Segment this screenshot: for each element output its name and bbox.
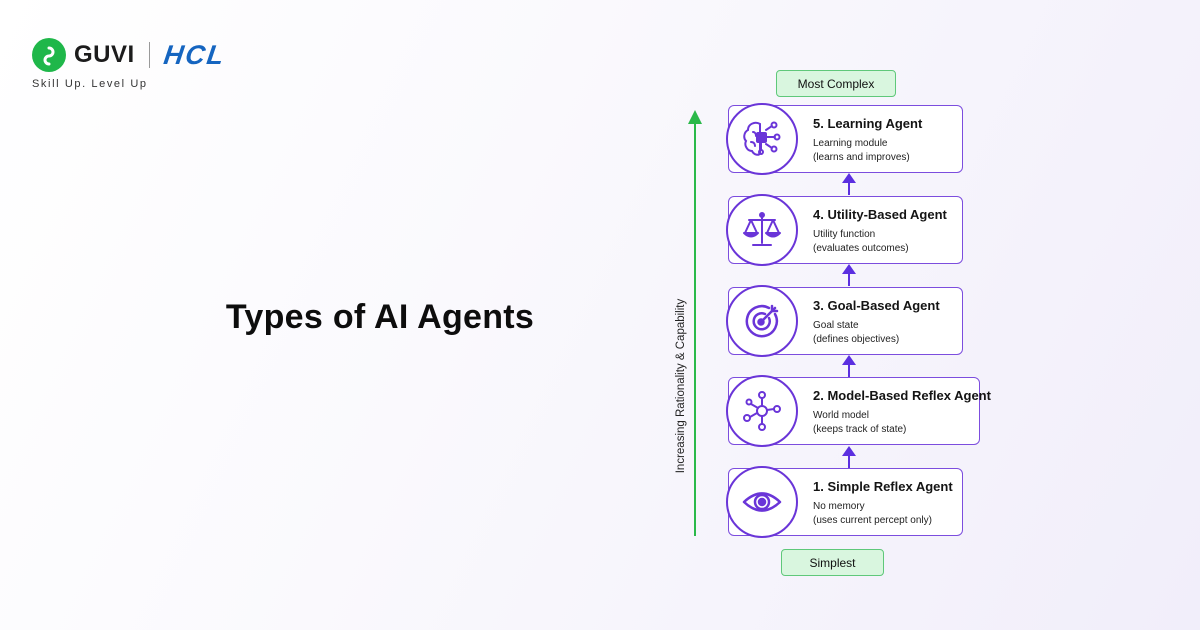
logo-divider	[148, 42, 150, 68]
most-complex-label: Most Complex	[776, 70, 896, 97]
brand-logo: GUVI HCL Skill Up. Level Up	[32, 38, 332, 98]
agent-description: Utility function (evaluates outcomes)	[813, 229, 909, 254]
agent-description: Goal state (defines objectives)	[813, 320, 900, 345]
guvi-logo-icon	[32, 38, 66, 72]
agent-description: World model (keeps track of state)	[813, 410, 907, 435]
target-icon	[726, 285, 798, 357]
agent-title: 5. Learning Agent	[813, 116, 923, 131]
hcl-wordmark: HCL	[161, 39, 228, 70]
brand-tagline: Skill Up. Level Up	[32, 78, 148, 90]
scales-icon	[726, 194, 798, 266]
simplest-label: Simplest	[781, 549, 884, 576]
axis-arrow-line	[694, 122, 696, 536]
agent-title: 4. Utility-Based Agent	[813, 207, 947, 222]
agent-title: 2. Model-Based Reflex Agent	[813, 388, 991, 403]
eye-icon	[726, 466, 798, 538]
agent-card-goal: 3. Goal-Based Agent Goal state (defines …	[726, 285, 963, 357]
agent-card-utility: 4. Utility-Based Agent Utility function …	[726, 194, 963, 266]
up-arrow-icon	[842, 173, 856, 195]
axis-label: Increasing Rationality & Capability	[675, 298, 687, 474]
agent-title: 3. Goal-Based Agent	[813, 298, 940, 313]
agent-description: Learning module (learns and improves)	[813, 138, 910, 163]
up-arrow-icon	[842, 264, 856, 286]
agent-card-learning: 5. Learning Agent Learning module (learn…	[726, 103, 963, 175]
guvi-wordmark: GUVI	[74, 41, 135, 68]
up-arrow-icon	[842, 355, 856, 377]
agent-description: No memory (uses current percept only)	[813, 501, 932, 526]
brain-chip-icon	[726, 103, 798, 175]
agent-card-simple-reflex: 1. Simple Reflex Agent No memory (uses c…	[726, 466, 963, 538]
axis-arrow-head	[688, 110, 702, 124]
network-icon	[726, 375, 798, 447]
agent-hierarchy-diagram: Most Complex Increasing Rationality & Ca…	[655, 66, 991, 580]
agent-card-model-based: 2. Model-Based Reflex Agent World model …	[726, 375, 991, 447]
agent-title: 1. Simple Reflex Agent	[813, 479, 953, 494]
page-title: Types of AI Agents	[225, 298, 535, 336]
up-arrow-icon	[842, 446, 856, 468]
